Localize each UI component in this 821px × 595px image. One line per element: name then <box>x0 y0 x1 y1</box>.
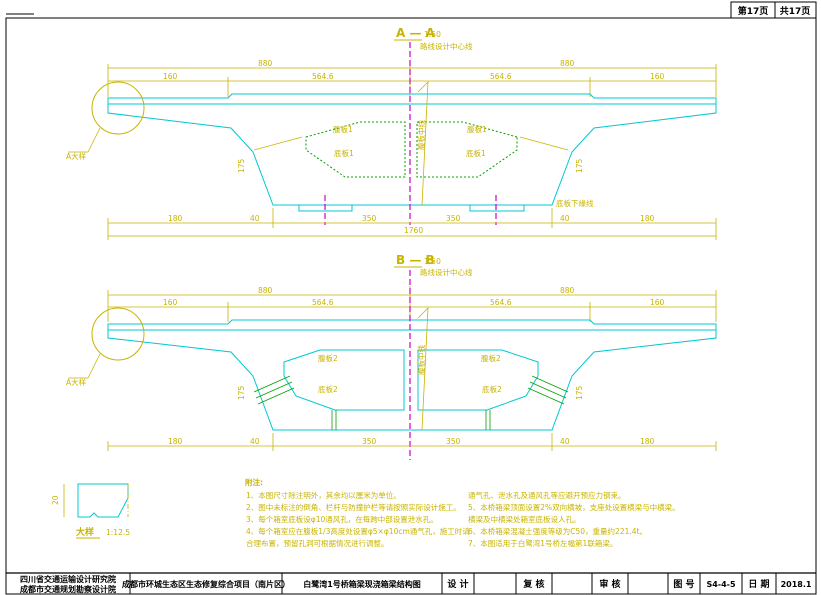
svg-text:350: 350 <box>446 437 461 446</box>
detail-scale: 1:12.5 <box>106 528 130 537</box>
svg-text:160: 160 <box>163 72 178 81</box>
svg-text:175: 175 <box>237 158 246 173</box>
svg-text:350: 350 <box>446 214 461 223</box>
svg-text:880: 880 <box>560 286 575 295</box>
audit-label: 审 核 <box>599 578 620 590</box>
note-left-2: 2、图中未标注的倒角、栏杆与防撞护栏等请按照实际设计施工。 <box>246 502 461 512</box>
svg-text:腹板1: 腹板1 <box>467 124 487 134</box>
svg-text:腹板2: 腹板2 <box>481 353 501 363</box>
svg-text:350: 350 <box>362 437 377 446</box>
svg-text:路线设计中心线: 路线设计中心线 <box>420 267 473 277</box>
section-a-detail-circle <box>91 81 145 135</box>
svg-text:底板1: 底板1 <box>466 148 486 158</box>
svg-text:175: 175 <box>237 385 246 400</box>
sheet-frame <box>5 17 817 595</box>
svg-text:180: 180 <box>168 214 183 223</box>
svg-text:底板下缘线: 底板下缘线 <box>556 198 594 208</box>
section-a-a: A — A 1:50 路线设计中心线 880 880 160 564.6 564… <box>66 26 717 240</box>
svg-text:40: 40 <box>560 214 570 223</box>
section-b-hatch-left <box>253 375 295 405</box>
svg-text:160: 160 <box>650 298 665 307</box>
svg-text:A大样: A大样 <box>66 377 87 387</box>
svg-text:腹板中线: 腹板中线 <box>416 120 426 150</box>
svg-text:腹板中线: 腹板中线 <box>416 345 426 375</box>
detail-view: 20 大样 1:12.5 <box>51 483 130 539</box>
svg-text:180: 180 <box>640 214 655 223</box>
section-b-girder-outline <box>107 319 717 431</box>
svg-text:A大样: A大样 <box>66 151 87 161</box>
svg-text:175: 175 <box>575 158 584 173</box>
section-b-b: B — B 1:50 路线设计中心线 880 880 160 564.6 564… <box>66 253 717 460</box>
section-b-title: B — B <box>396 253 435 267</box>
note-left-1: 1、本图尺寸除注明外，其余均以厘米为单位。 <box>246 490 401 500</box>
section-a-title: A — A <box>396 26 436 40</box>
section-b-inner-cell-left <box>283 349 405 411</box>
svg-text:40: 40 <box>560 437 570 446</box>
page-total: 共17页 <box>780 5 811 17</box>
svg-text:底板2: 底板2 <box>318 384 338 394</box>
note-right-3: 横梁及中横梁处箱室底板设人孔。 <box>468 514 581 524</box>
svg-text:564.6: 564.6 <box>312 298 334 307</box>
note-left-3: 3、每个箱室底板设φ10通风孔，在每跨中部设置泄水孔。 <box>246 514 438 524</box>
note-left-5: 合理布置，预留孔洞可根据情况进行调整。 <box>246 538 389 548</box>
drawing-no-label: 图 号 <box>673 579 694 590</box>
section-b-detail-circle <box>91 307 145 361</box>
section-a-centerline-tag: 路线设计中心线 <box>420 41 473 51</box>
section-a-scale: 1:50 <box>424 30 441 39</box>
svg-text:180: 180 <box>168 437 183 446</box>
drawing-no: S4-4-5 <box>706 580 736 589</box>
note-right-5: 7、本图适用于白鹭湾1号桥左幅第1联箱梁。 <box>468 538 617 548</box>
note-right-1: 通气孔、泄水孔及通风孔等应避开预应力钢束。 <box>468 490 626 500</box>
section-a-inner-cell-left <box>305 121 406 178</box>
svg-text:1760: 1760 <box>404 226 423 235</box>
detail-title: 大样 <box>76 526 94 538</box>
svg-text:180: 180 <box>640 437 655 446</box>
svg-text:564.6: 564.6 <box>312 72 334 81</box>
section-b-inner-cell-right <box>417 349 539 411</box>
svg-text:564.6: 564.6 <box>490 72 512 81</box>
page-counter: 第17页 共17页 <box>730 1 817 19</box>
section-a-bearing-right <box>469 205 525 212</box>
date-label: 日 期 <box>748 578 769 590</box>
institute-line-2: 成都市交通规划勘察设计院 <box>20 584 116 594</box>
page-current: 第17页 <box>738 5 769 17</box>
svg-text:880: 880 <box>258 59 273 68</box>
svg-text:564.6: 564.6 <box>490 298 512 307</box>
section-a-girder-outline <box>107 93 717 206</box>
review-label: 复 核 <box>522 578 544 590</box>
svg-text:350: 350 <box>362 214 377 223</box>
section-b-scale: 1:50 <box>424 257 441 266</box>
svg-text:腹板2: 腹板2 <box>318 353 338 363</box>
section-a-inner-cell-right <box>416 121 518 178</box>
svg-text:底板1: 底板1 <box>334 148 354 158</box>
notes: 附注: 1、本图尺寸除注明外，其余均以厘米为单位。 2、图中未标注的倒角、栏杆与… <box>245 477 680 548</box>
institute-line-1: 四川省交通运输设计研究院 <box>20 574 116 584</box>
svg-text:160: 160 <box>650 72 665 81</box>
title-block: 四川省交通运输设计研究院 成都市交通规划勘察设计院 成都市环城生态区生态修复综合… <box>6 572 816 594</box>
svg-text:40: 40 <box>250 437 260 446</box>
section-a-bearing-left <box>298 205 353 212</box>
note-right-4: 6、本桥箱梁混凝土强度等级为C50，重量约221.4t。 <box>468 526 647 536</box>
note-left-4: 4、每个箱室应在腹板1/3高度处设置φ5×φ10cm通气孔，施工时请 <box>246 526 470 536</box>
svg-text:腹板1: 腹板1 <box>333 124 353 134</box>
svg-text:880: 880 <box>560 59 575 68</box>
design-label: 设 计 <box>447 578 468 590</box>
project-name: 成都市环城生态区生态修复综合项目（南片区） <box>122 579 290 589</box>
svg-text:40: 40 <box>250 214 260 223</box>
section-b-hatch-right <box>527 375 569 405</box>
svg-text:175: 175 <box>575 385 584 400</box>
svg-text:20: 20 <box>51 495 60 505</box>
notes-heading: 附注: <box>245 477 263 487</box>
svg-text:底板2: 底板2 <box>482 384 502 394</box>
date-value: 2018.1 <box>781 580 812 589</box>
svg-text:880: 880 <box>258 286 273 295</box>
svg-text:160: 160 <box>163 298 178 307</box>
note-right-2: 5、本桥箱梁顶面设置2%双向横坡，支座处设置横梁与中横梁。 <box>468 502 680 512</box>
drawing-name: 白鹭湾1号桥箱梁现浇箱梁结构图 <box>303 579 421 589</box>
